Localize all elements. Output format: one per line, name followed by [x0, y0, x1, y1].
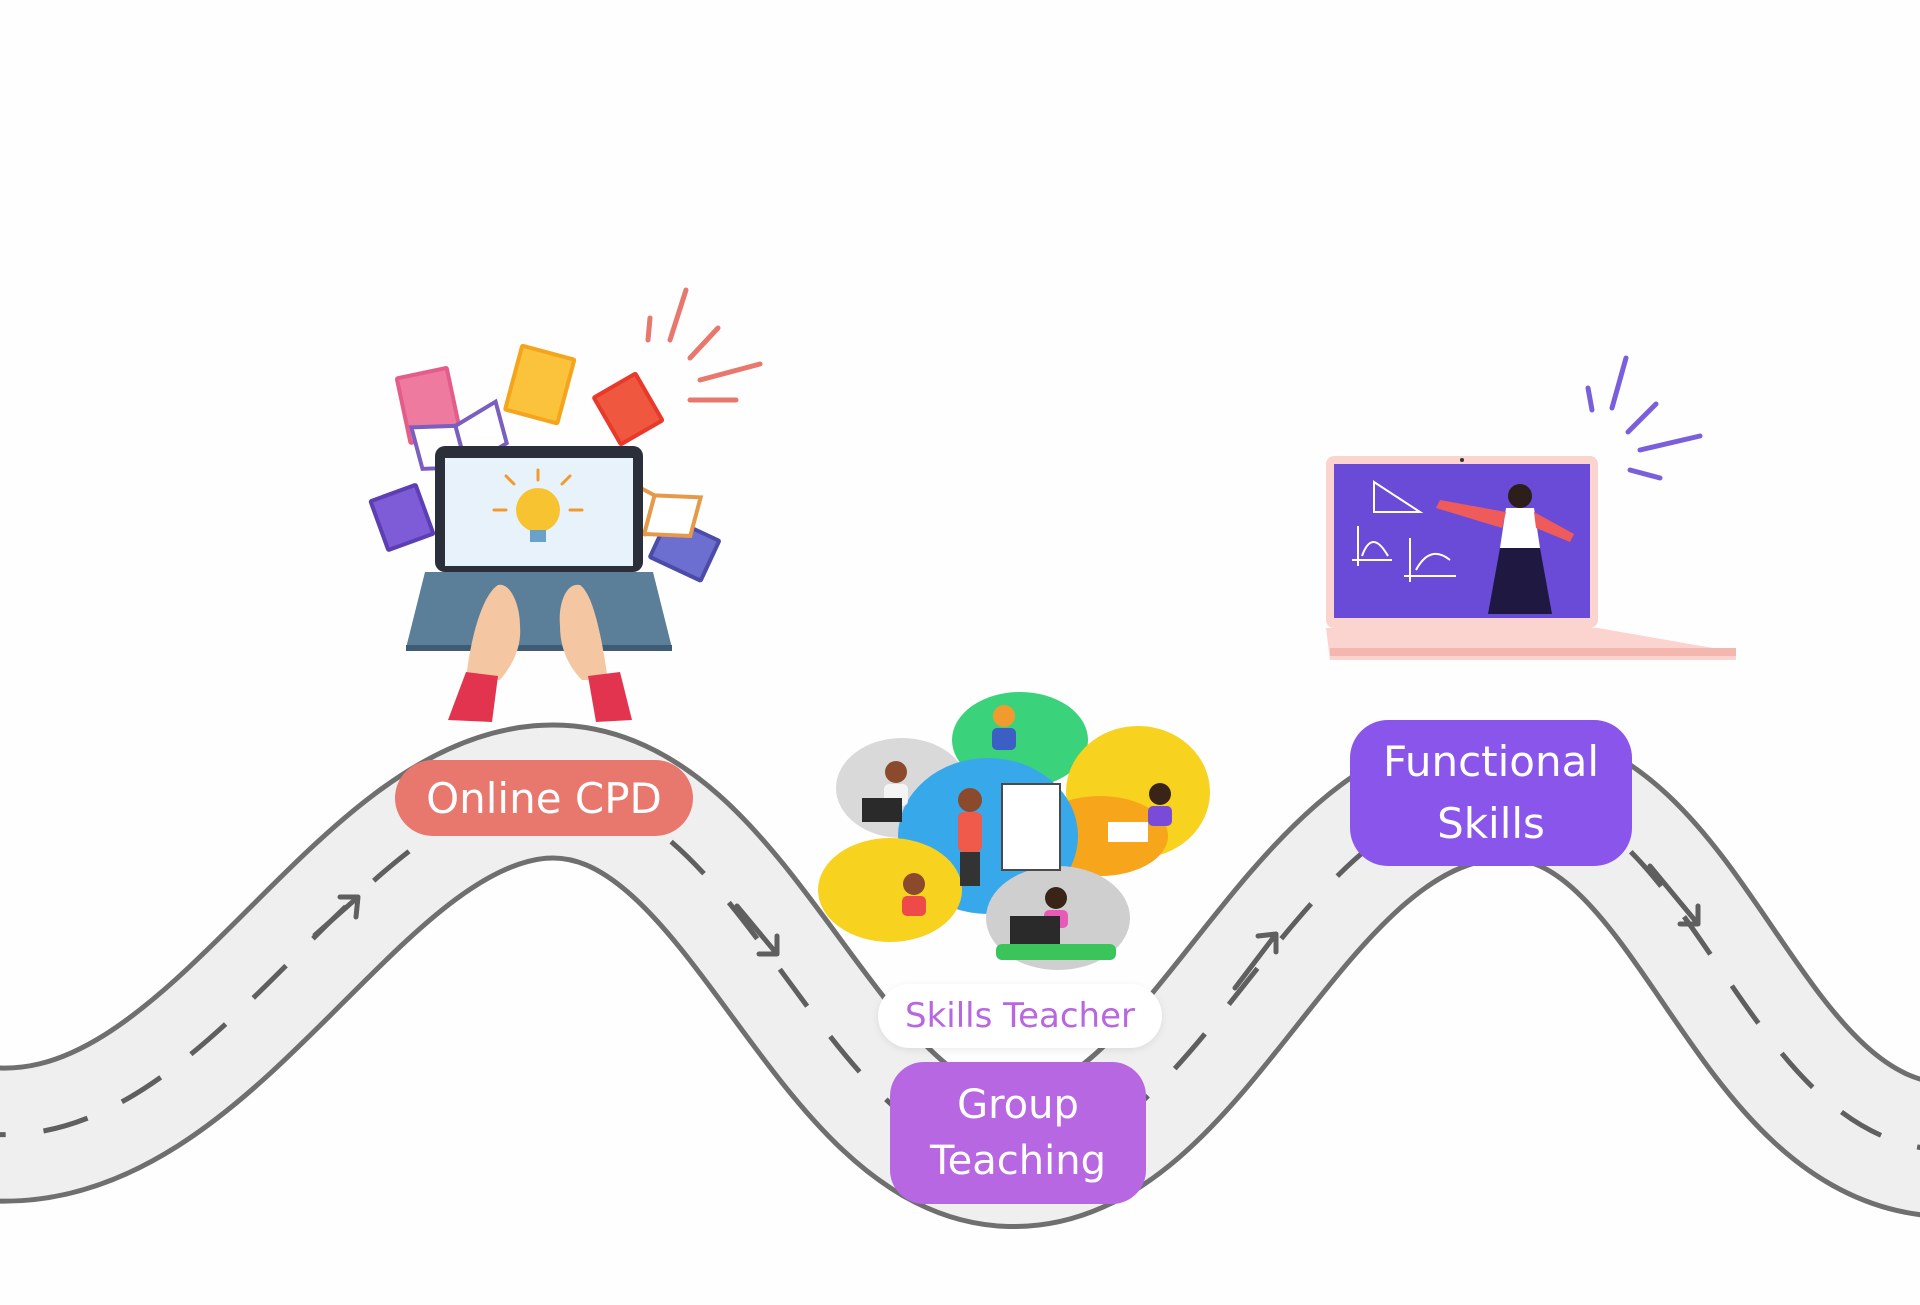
group-teaching-label: Group Teaching	[890, 1062, 1146, 1204]
functional-skills-label: Functional Skills	[1350, 720, 1632, 866]
functional-skills-text-line1: Functional	[1382, 737, 1600, 786]
group-teaching-text-line2: Teaching	[930, 1138, 1106, 1184]
online-cpd-text: Online CPD	[426, 773, 662, 823]
group-video-call-illustration	[818, 692, 1210, 970]
group-teaching-text-line1: Group	[957, 1082, 1079, 1128]
arrow-icon	[1232, 931, 1279, 991]
laptop-teacher-lesson-illustration	[1326, 355, 1736, 660]
skills-teacher-text: Skills Teacher	[904, 996, 1135, 1036]
skills-teacher-label: Skills Teacher	[878, 984, 1162, 1048]
functional-skills-text-line2: Skills	[1437, 799, 1545, 848]
arrow-icon	[1647, 863, 1701, 927]
online-cpd-label: Online CPD	[395, 760, 693, 836]
arrow-icon	[312, 894, 361, 938]
arrow-icon	[734, 903, 780, 957]
laptop-typing-with-books-illustration	[368, 287, 763, 722]
